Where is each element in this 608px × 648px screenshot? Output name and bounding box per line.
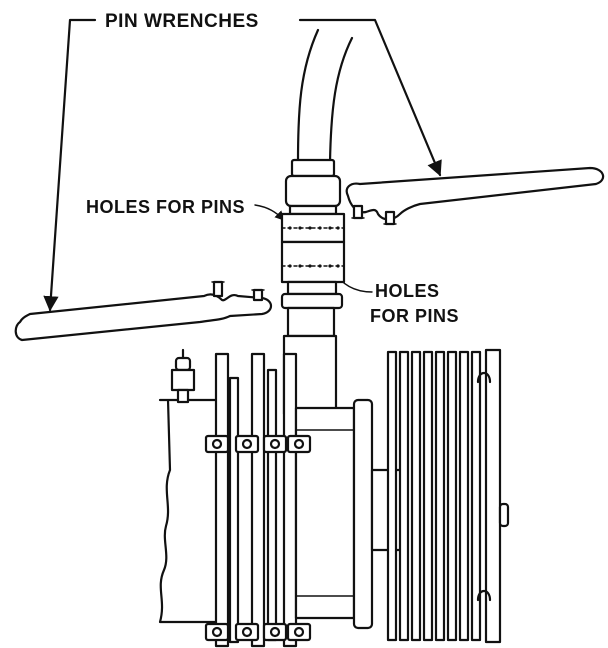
coupling-ring-lower (280, 240, 346, 284)
pin-wrench-right (345, 166, 605, 226)
connector-assembly (280, 158, 346, 416)
holes-for-pins-label-right-line2: FOR PINS (370, 306, 459, 326)
pin-holes-lower (288, 264, 340, 268)
cooling-fins (386, 348, 510, 644)
terminal-post (170, 348, 196, 404)
wrench-pin (351, 204, 365, 220)
cable (296, 28, 354, 164)
holes-for-pins-label-left: HOLES FOR PINS (86, 197, 245, 217)
flange-bolt (262, 622, 312, 642)
flange-bolt (204, 622, 260, 642)
flange-bolt (204, 434, 260, 454)
holes-for-pins-leader-left (254, 204, 285, 221)
pin-wrenches-label: PIN WRENCHES (105, 11, 259, 32)
holes-for-pins-label-right-line1: HOLES (375, 281, 440, 301)
flange-bolt (262, 434, 312, 454)
flange-plates (214, 352, 298, 648)
wrench-pin (251, 288, 265, 302)
pin-wrenches-leader-right (298, 18, 442, 177)
pin-wrench-left (14, 280, 273, 342)
tube-body (158, 348, 406, 648)
wrench-pin (211, 280, 225, 298)
pin-wrenches-leader-left (43, 18, 97, 312)
coupling-ring-upper (280, 212, 346, 244)
pin-holes-upper (288, 226, 340, 230)
wrench-pin (383, 210, 397, 226)
